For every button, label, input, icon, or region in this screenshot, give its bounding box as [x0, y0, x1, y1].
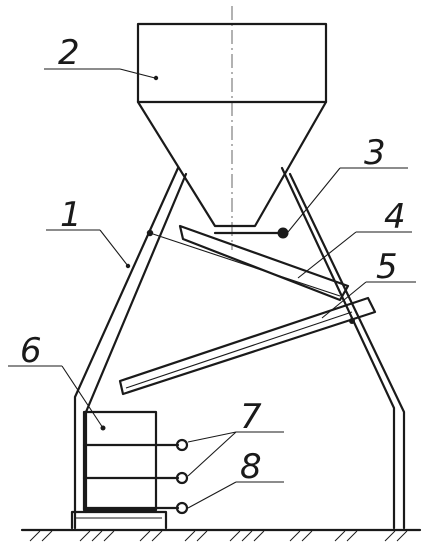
label-7: 7 [240, 397, 262, 437]
label-1: 1 [60, 195, 82, 235]
label-5: 5 [376, 247, 398, 287]
label-3: 3 [364, 133, 386, 173]
frame-right [280, 166, 406, 530]
leader-lines [8, 68, 416, 509]
ground [20, 528, 422, 542]
lower-sieve [118, 296, 377, 396]
collection-box [82, 410, 189, 515]
base-plate [70, 510, 168, 530]
upper-sieve [146, 224, 350, 302]
label-4: 4 [384, 197, 406, 237]
frame-left [73, 166, 188, 530]
label-2: 2 [58, 33, 80, 73]
hopper [136, 22, 328, 228]
label-8: 8 [240, 447, 262, 487]
outlet-rod [213, 227, 289, 239]
label-6: 6 [20, 331, 42, 371]
